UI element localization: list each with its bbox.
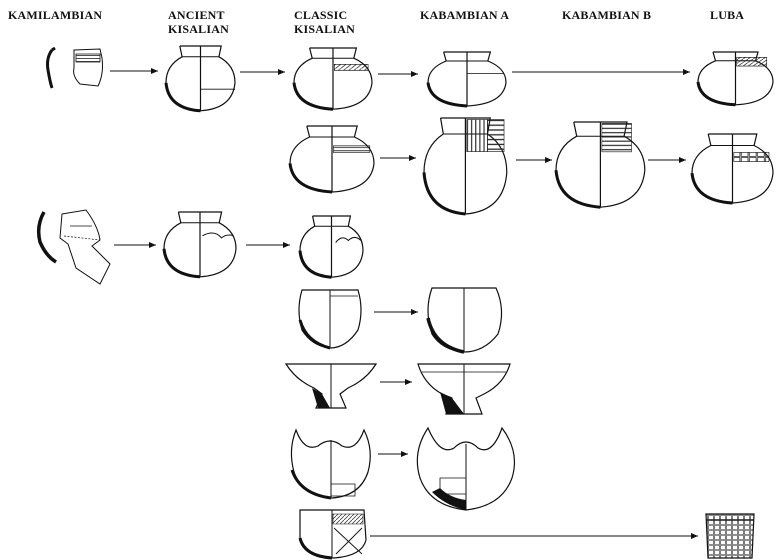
classic-bowl-1: [299, 290, 361, 348]
header-luba: LUBA: [710, 8, 745, 22]
kabambian-a-lobed-vessel: [417, 428, 514, 510]
kamilambian-profile-1: [48, 48, 56, 88]
ancient-jar-1: [164, 44, 237, 113]
row4: [299, 288, 502, 352]
kabambian-a-footed-bowl: [418, 364, 510, 414]
classic-footed-bowl: [286, 364, 376, 408]
luba-jar-1: [696, 50, 775, 107]
luba-beaker: [706, 514, 754, 558]
header-classic-line1: CLASSIC: [294, 8, 348, 22]
classic-beaker: [300, 510, 366, 558]
classic-lobed-vessel: [291, 430, 370, 498]
kabambian-a-jar-1: [426, 50, 508, 108]
kabambian-a-jar-2: [424, 118, 507, 214]
row6: [291, 428, 514, 510]
kabambian-a-bowl: [428, 288, 502, 352]
classic-jar-3: [298, 214, 365, 279]
row2: [290, 118, 773, 214]
header-ancient-line1: ANCIENT: [168, 8, 225, 22]
kabambian-b-jar: [556, 122, 645, 207]
kamilambian-profile-2: [39, 212, 56, 262]
header-kabambian-a: KABAMBIAN A: [420, 8, 510, 22]
row5: [286, 364, 510, 414]
row7: [300, 510, 754, 558]
ancient-jar-2: [162, 210, 238, 279]
header-classic-line2: KISALIAN: [294, 22, 355, 36]
kamilambian-sherd-2: [60, 210, 110, 284]
classic-jar-2: [290, 126, 374, 192]
row1: [48, 44, 775, 113]
header-ancient-kisalian: ANCIENT KISALIAN: [168, 8, 229, 36]
classic-jar-1: [292, 46, 374, 112]
kamilambian-sherd-1: [74, 49, 103, 86]
header-kabambian-b: KABAMBIAN B: [562, 8, 652, 22]
row3: [39, 210, 365, 284]
header-kamilambian: KAMILAMBIAN: [8, 8, 103, 22]
header-ancient-line2: KISALIAN: [168, 22, 229, 36]
luba-jar-2: [692, 134, 773, 203]
header-classic-kisalian: CLASSIC KISALIAN: [294, 8, 355, 36]
